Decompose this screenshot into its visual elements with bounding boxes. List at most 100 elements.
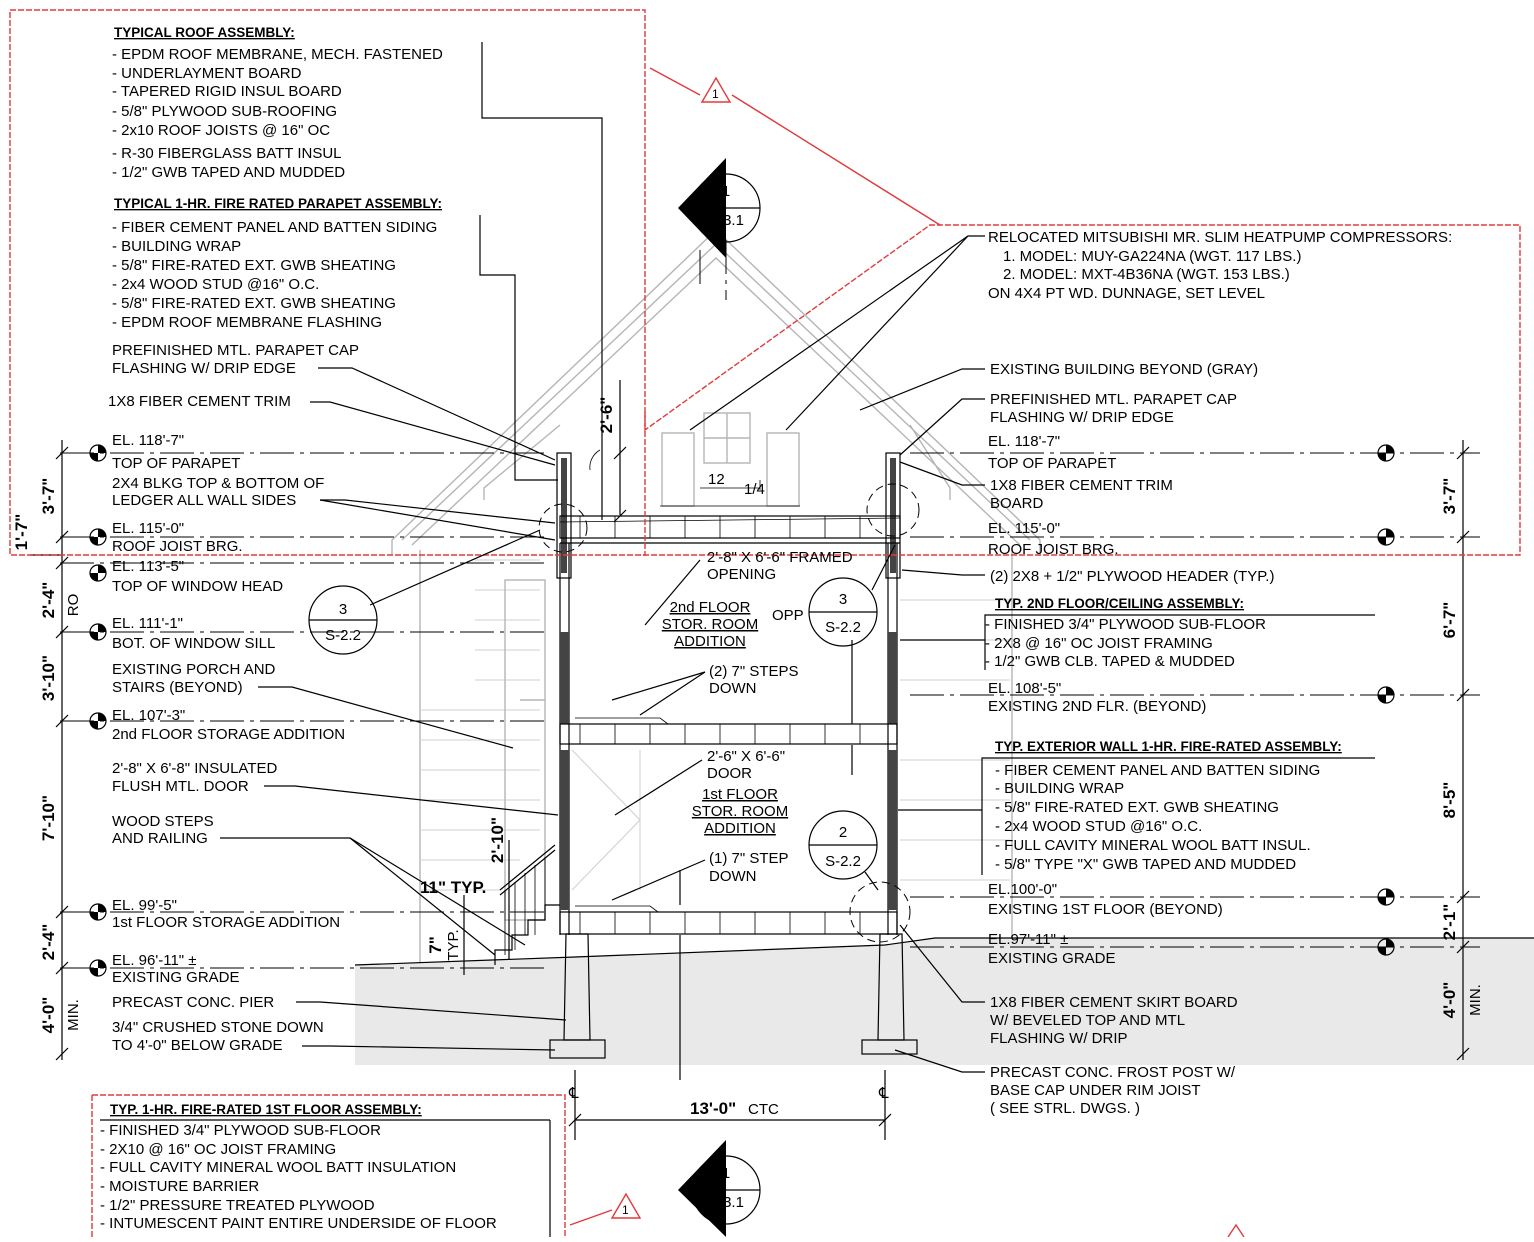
width-dimension: 13'-0" CTC ℄ ℄ — [568, 1070, 892, 1140]
dim-right-1: 6'-7" — [1440, 602, 1459, 639]
dim-ro: RO — [65, 594, 82, 617]
parapet-item: - FIBER CEMENT PANEL AND BATTEN SIDING — [112, 219, 437, 236]
centerline-left: ℄ — [568, 1085, 579, 1102]
el-window-head: EL. 113'-5" — [112, 558, 184, 575]
heatpump-dunnage: ON 4X4 PT WD. DUNNAGE, SET LEVEL — [988, 285, 1265, 302]
dim-min-left: MIN. — [65, 999, 82, 1031]
detail-marker-3-left-number: 3 — [339, 601, 347, 618]
floor1-assembly-note: TYP. 1-HR. FIRE-RATED 1ST FLOOR ASSEMBLY… — [100, 1102, 551, 1237]
dim-right-4: 4'-0" — [1440, 982, 1459, 1019]
parapet-item: - BUILDING WRAP — [112, 238, 241, 255]
floor1-item: - FULL CAVITY MINERAL WOOL BATT INSULATI… — [100, 1159, 456, 1176]
framed-opening-label: OPENING — [707, 566, 776, 583]
right-el-top-parapet: EL. 118'-7" — [988, 433, 1060, 450]
roof-item: - 2x10 ROOF JOISTS @ 16" OC — [112, 122, 330, 139]
dim-width-unit: CTC — [748, 1101, 779, 1118]
blkg-label: LEDGER ALL WALL SIDES — [112, 492, 296, 509]
dim-left-5: 2'-4" — [39, 924, 58, 961]
right-el-roof-joist: EL. 115'-0" — [988, 520, 1060, 537]
parapet-cap-label: PREFINISHED MTL. PARAPET CAP — [112, 342, 359, 359]
heatpump-title: RELOCATED MITSUBISHI MR. SLIM HEATPUMP C… — [988, 229, 1452, 246]
el-window-sill-desc: BOT. OF WINDOW SILL — [112, 635, 275, 652]
floor1-item: - 1/2" PRESSURE TREATED PLYWOOD — [100, 1197, 375, 1214]
room2-label: ADDITION — [674, 633, 746, 650]
pier-label: PRECAST CONC. PIER — [112, 994, 274, 1011]
dim-parapet-height: 2'-6" — [597, 397, 616, 434]
heatpump-model-2: 2. MODEL: MXT-4B36NA (WGT. 153 LBS.) — [1003, 266, 1290, 283]
section-marker-top-sheet: A-3.1 — [708, 212, 744, 229]
right-el-top-parapet-desc: TOP OF PARAPET — [988, 455, 1116, 472]
el-window-head-desc: TOP OF WINDOW HEAD — [112, 578, 283, 595]
steps1-label: DOWN — [709, 868, 757, 885]
ground — [354, 937, 1534, 1065]
revision-tag-top: 1 — [712, 87, 719, 101]
detail-marker-3-right-sheet: S-2.2 — [825, 619, 861, 636]
floor1-item: - FINISHED 3/4" PLYWOOD SUB-FLOOR — [100, 1122, 381, 1139]
parapet-cap-label: FLASHING W/ DRIP EDGE — [112, 360, 296, 377]
el-grade-desc: EXISTING GRADE — [112, 969, 240, 986]
room2-label: 2nd FLOOR — [670, 599, 751, 616]
el-top-parapet: EL. 118'-7" — [112, 432, 184, 449]
floor2-item: - 1/2" GWB CLB. TAPED & MUDDED — [985, 653, 1235, 670]
el-top-parapet-desc: TOP OF PARAPET — [112, 455, 240, 472]
el-grade: EL. 96'-11" ± — [112, 952, 197, 969]
dim-left-4: 7'-10" — [39, 795, 58, 841]
roof-item: - 5/8" PLYWOOD SUB-ROOFING — [112, 103, 337, 120]
right-trim-label: 1X8 FIBER CEMENT TRIM — [990, 477, 1173, 494]
dim-right-3: 2'-1" — [1440, 904, 1459, 941]
el-1st-floor-desc: 1st FLOOR STORAGE ADDITION — [112, 914, 340, 931]
roof-assembly-title: TYPICAL ROOF ASSEMBLY: — [114, 25, 295, 40]
roof-item: - R-30 FIBERGLASS BATT INSUL — [112, 145, 342, 162]
right-el-roof-joist-desc: ROOF JOIST BRG. — [988, 541, 1119, 558]
dim-min-right: MIN. — [1467, 984, 1484, 1016]
wall-item: - FULL CAVITY MINERAL WOOL BATT INSUL. — [995, 837, 1311, 854]
floor2-item: - 2X8 @ 16" OC JOIST FRAMING — [985, 635, 1213, 652]
dim-right-0: 3'-7" — [1440, 478, 1459, 515]
interior-labels: 2'-8" X 6'-6" FRAMED OPENING 2nd FLOOR S… — [611, 549, 853, 1080]
detail-marker-2: 2 S-2.2 — [808, 810, 879, 891]
datum-targets-right — [1377, 444, 1395, 956]
detail-marker-2-sheet: S-2.2 — [825, 853, 861, 870]
steps1-label: (1) 7" STEP — [709, 850, 789, 867]
existing-building-label: EXISTING BUILDING BEYOND (GRAY) — [990, 361, 1258, 378]
roof-item: - UNDERLAYMENT BOARD — [112, 65, 302, 82]
left-callouts: PREFINISHED MTL. PARAPET CAP FLASHING W/… — [108, 342, 567, 1054]
floor1-item: - INTUMESCENT PAINT ENTIRE UNDERSIDE OF … — [100, 1215, 497, 1232]
parapet-assembly-title: TYPICAL 1-HR. FIRE RATED PARAPET ASSEMBL… — [114, 196, 442, 211]
wall-assembly-title: TYP. EXTERIOR WALL 1-HR. FIRE-RATED ASSE… — [995, 739, 1342, 754]
wall-item: - 5/8" FIRE-RATED EXT. GWB SHEATING — [995, 799, 1279, 816]
opp-label: OPP — [772, 607, 804, 624]
floor1-item: - MOISTURE BARRIER — [100, 1178, 259, 1195]
section-marker-top: 1 A-3.1 — [678, 158, 761, 258]
right-el-1st-floor-beyond: EL.100'-0" — [988, 881, 1057, 898]
blkg-label: 2X4 BLKG TOP & BOTTOM OF — [112, 475, 324, 492]
skirt-label: W/ BEVELED TOP AND MTL — [990, 1012, 1185, 1029]
slope-rise: 12 — [708, 471, 725, 488]
steps2-label: DOWN — [709, 680, 757, 697]
dim-left-3: 3'-10" — [39, 655, 58, 701]
section-marker-bottom: 1 A-3.1 — [678, 1140, 761, 1237]
wall-item: - 2x4 WOOD STUD @16" O.C. — [995, 818, 1202, 835]
dim-left-6: 4'-0" — [39, 997, 58, 1034]
parapet-item: - 2x4 WOOD STUD @16" O.C. — [112, 276, 319, 293]
dim-left-2: 2'-4" — [39, 582, 58, 619]
skirt-label: 1X8 FIBER CEMENT SKIRT BOARD — [990, 994, 1238, 1011]
dim-left-1: 1'-7" — [12, 514, 31, 551]
datum-targets-left — [89, 444, 107, 977]
roof-item: - TAPERED RIGID INSUL BOARD — [112, 83, 342, 100]
el-roof-joist-desc: ROOF JOIST BRG. — [112, 538, 243, 555]
right-callouts: EXISTING BUILDING BEYOND (GRAY) PREFINIS… — [851, 361, 1375, 1117]
detail-marker-3-left-sheet: S-2.2 — [325, 627, 361, 644]
floor2-assembly-title: TYP. 2ND FLOOR/CEILING ASSEMBLY: — [995, 596, 1244, 611]
parapet-item: - 5/8" FIRE-RATED EXT. GWB SHEATING — [112, 295, 396, 312]
revision-clouds: 1 1 — [9, 9, 1521, 1238]
section-marker-bottom-sheet: A-3.1 — [708, 1194, 744, 1211]
slope-run: 1/4 — [744, 481, 765, 498]
centerline-right: ℄ — [878, 1085, 889, 1102]
roof-item: - 1/2" GWB TAPED AND MUDDED — [112, 164, 345, 181]
skirt-label: FLASHING W/ DRIP — [990, 1030, 1128, 1047]
el-2nd-floor: EL. 107'-3" — [112, 707, 185, 724]
parapet-item: - 5/8" FIRE-RATED EXT. GWB SHEATING — [112, 257, 396, 274]
right-parapet-cap-label: FLASHING W/ DRIP EDGE — [990, 409, 1174, 426]
